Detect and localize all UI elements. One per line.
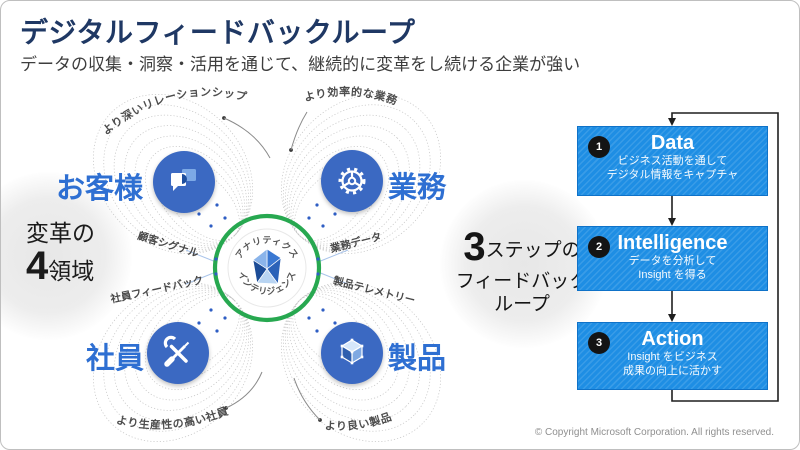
step-number-badge: 1 <box>588 136 610 158</box>
petal-rings <box>92 93 254 255</box>
chat-bubbles-icon <box>171 169 196 191</box>
four-areas-line2: 領域 <box>48 258 95 285</box>
step-title: Action <box>641 328 704 350</box>
copyright-text: © Copyright Microsoft Corporation. All r… <box>534 427 774 438</box>
step-number-badge: 2 <box>588 236 610 258</box>
quadrant-label-products: 製品 <box>388 343 447 375</box>
products-circle <box>321 322 383 384</box>
signal-connector-lines <box>185 249 349 285</box>
outer-label-employees: より生産性の高い社員 <box>115 404 230 431</box>
green-ring <box>212 213 322 323</box>
signal-label-operations: 業務データ <box>328 230 383 256</box>
step-desc-line: 成果の向上に活かす <box>623 365 722 378</box>
three-step-line1: ステップの <box>485 240 581 261</box>
step-desc-line: Insight を得る <box>638 269 707 282</box>
four-areas-line1: 変革の <box>26 220 95 246</box>
cube-icon <box>340 338 364 365</box>
gear-icon <box>338 167 366 195</box>
quadrant-label-employees: 社員 <box>86 343 145 375</box>
step-number-badge: 3 <box>588 332 610 354</box>
operations-circle <box>321 150 383 212</box>
loop-arrow <box>668 112 779 402</box>
step-desc-line: デジタル情報をキャプチャ <box>606 169 739 182</box>
four-areas-badge: 変革の 4領域 <box>26 221 95 287</box>
step-title: Intelligence <box>617 232 728 254</box>
signal-label-customers: 顧客シグナル <box>136 229 201 260</box>
step-desc-line: Insight をビジネス <box>627 351 718 363</box>
three-step-badge: 3ステップの フィードバック ループ <box>432 224 612 316</box>
page-subtitle: データの収集・洞察・活用を通じて、継続的に変革をし続ける企業が強い <box>20 55 581 74</box>
outer-label-customers: より深いリレーションシップ <box>100 86 249 138</box>
employees-circle <box>147 322 209 384</box>
petal-rings <box>92 281 254 443</box>
tools-icon <box>163 335 190 367</box>
customers-circle <box>153 151 215 213</box>
polyhedron-icon <box>252 248 282 285</box>
step-desc-line: ビジネス活動を通して <box>617 155 728 167</box>
left-gray-circle <box>0 172 132 340</box>
step-title: Data <box>650 132 695 154</box>
step-desc-line: データを分析して <box>628 255 717 267</box>
step-box-data: 1 Data ビジネス活動を通して デジタル情報をキャプチャ <box>577 126 768 196</box>
three-step-line2: フィードバック <box>455 271 589 293</box>
three-step-number: 3 <box>463 225 486 269</box>
three-step-line3: ループ <box>494 293 550 315</box>
step-box-action: 3 Action Insight をビジネス 成果の向上に活かす <box>577 322 768 390</box>
quadrant-label-operations: 業務 <box>388 172 447 204</box>
step-box-intelligence: 2 Intelligence データを分析して Insight を得る <box>577 226 768 291</box>
analytics-hub: アナリティクス インテリジェンス <box>212 213 322 323</box>
outer-label-products: より良い製品 <box>324 410 393 433</box>
page-title: デジタルフィードバックループ <box>20 17 416 48</box>
four-areas-number: 4 <box>26 244 49 289</box>
outer-label-operations: より効率的な業務 <box>303 84 400 107</box>
quadrant-label-customers: お客様 <box>56 173 144 205</box>
signal-dots <box>197 203 337 333</box>
flow-hooks <box>222 111 322 422</box>
